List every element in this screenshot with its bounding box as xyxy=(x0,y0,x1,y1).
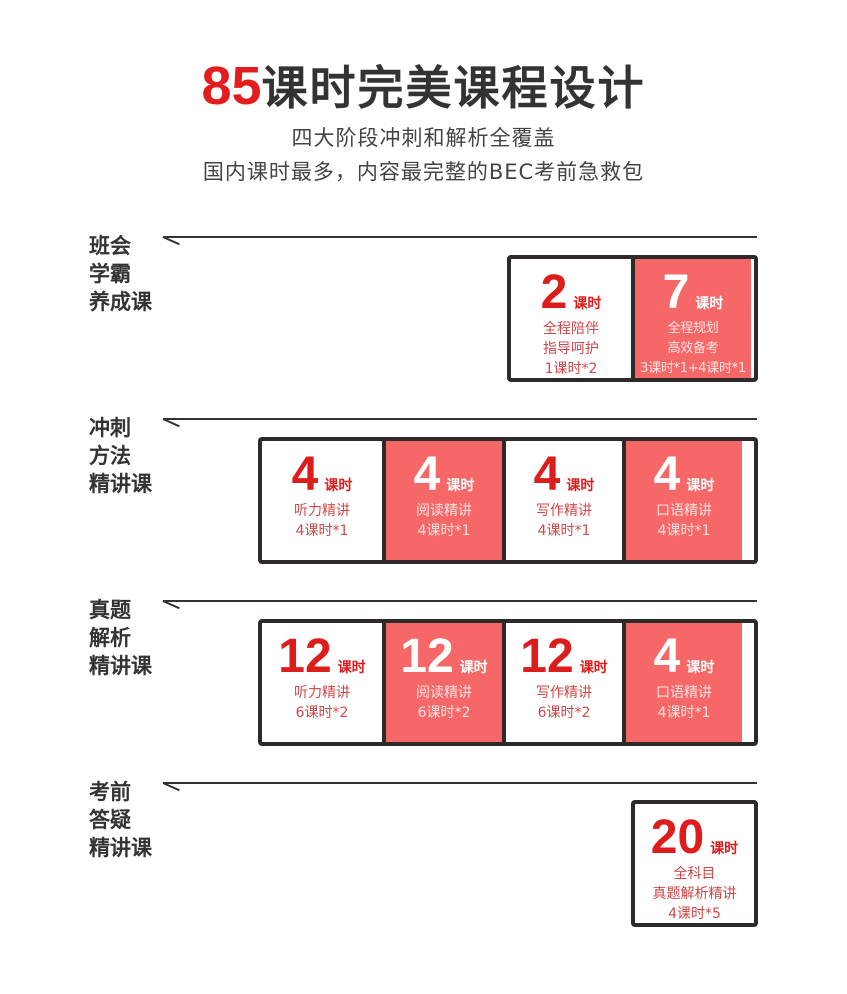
course-desc: 口语精讲 xyxy=(656,503,712,519)
course-cell: 12 课时 阅读精讲 6课时*2 xyxy=(382,623,502,742)
course-desc: 写作精讲 xyxy=(536,503,592,519)
course-hours-detail: 4课时*1 xyxy=(657,705,711,721)
section-label: 冲刺 方法 精讲课 xyxy=(89,414,152,498)
course-hours-detail: 6课时*2 xyxy=(417,705,471,721)
course-cell: 4 课时 阅读精讲 4课时*1 xyxy=(382,441,502,560)
course-hours-detail: 4课时*5 xyxy=(668,906,721,922)
hours-unit: 课时 xyxy=(566,478,595,494)
label-line: 真题 xyxy=(89,598,131,622)
section-divider-line xyxy=(163,600,757,602)
label-line: 冲刺 xyxy=(89,416,131,440)
hours-number: 4 xyxy=(653,448,681,501)
title-text: 课时完美课程设计 xyxy=(261,61,646,115)
hours-unit: 课时 xyxy=(459,660,488,676)
label-line: 答疑 xyxy=(89,808,131,832)
course-cell: 12 课时 听力精讲 6课时*2 xyxy=(262,623,382,742)
course-cell: 20 课时 全科目 真题解析精讲 4课时*5 xyxy=(635,804,754,923)
course-box-group: 4 课时 听力精讲 4课时*1 4 课时 阅读精讲 4课时*1 4 课时 写作精讲 4… xyxy=(258,437,758,564)
course-desc: 真题解析精讲 xyxy=(652,886,737,902)
hours-unit: 课时 xyxy=(695,296,724,312)
section-divider-line xyxy=(163,236,757,238)
course-desc: 高效备考 xyxy=(667,341,719,356)
course-hours-detail: 3课时*1+4课时*1 xyxy=(640,361,746,376)
subtitle-2: 国内课时最多，内容最完整的BEC考前急救包 xyxy=(202,160,645,184)
course-desc: 指导呵护 xyxy=(543,341,599,357)
label-line: 精讲课 xyxy=(89,654,152,678)
label-line: 精讲课 xyxy=(89,836,152,860)
hours-number: 4 xyxy=(533,448,561,501)
course-desc: 听力精讲 xyxy=(294,685,350,701)
course-box-group: 12 课时 听力精讲 6课时*2 12 课时 阅读精讲 6课时*2 12 课时 写作精… xyxy=(258,619,758,746)
course-box-group: 20 课时 全科目 真题解析精讲 4课时*5 xyxy=(631,800,758,927)
label-line: 精讲课 xyxy=(89,472,152,496)
course-cell: 4 课时 口语精讲 4课时*1 xyxy=(622,441,742,560)
course-cell: 2 课时 全程陪伴 指导呵护 1课时*2 xyxy=(511,259,631,378)
hours-unit: 课时 xyxy=(710,841,739,857)
hours-number: 12 xyxy=(400,630,454,683)
course-box-group: 2 课时 全程陪伴 指导呵护 1课时*2 7 课时 全程规划 高效备考 3课时*1+… xyxy=(507,255,758,382)
course-hours-detail: 6课时*2 xyxy=(295,705,349,721)
hours-number: 12 xyxy=(278,630,332,683)
course-hours-detail: 1课时*2 xyxy=(544,361,598,377)
section-divider-line xyxy=(163,418,757,420)
course-hours-detail: 6课时*2 xyxy=(537,705,591,721)
course-desc: 口语精讲 xyxy=(656,685,712,701)
course-desc: 阅读精讲 xyxy=(416,503,472,519)
section-label: 真题 解析 精讲课 xyxy=(89,596,152,680)
course-hours-detail: 4课时*1 xyxy=(657,523,711,539)
label-line: 考前 xyxy=(89,780,131,804)
hours-number: 4 xyxy=(413,448,441,501)
hours-unit: 课时 xyxy=(579,660,608,676)
course-hours-detail: 4课时*1 xyxy=(537,523,591,539)
hours-number: 4 xyxy=(291,448,319,501)
hours-unit: 课时 xyxy=(573,296,602,312)
label-line: 学霸 xyxy=(89,262,131,286)
course-desc: 全科目 xyxy=(673,866,716,882)
hours-number: 7 xyxy=(662,266,690,319)
hours-number: 4 xyxy=(653,630,681,683)
section-divider-line xyxy=(163,782,757,784)
hours-unit: 课时 xyxy=(337,660,366,676)
subtitle-1: 四大阶段冲刺和解析全覆盖 xyxy=(291,126,556,150)
course-cell: 12 课时 写作精讲 6课时*2 xyxy=(502,623,622,742)
course-cell: 4 课时 听力精讲 4课时*1 xyxy=(262,441,382,560)
hours-unit: 课时 xyxy=(446,478,475,494)
label-line: 方法 xyxy=(89,444,131,468)
course-cell: 7 课时 全程规划 高效备考 3课时*1+4课时*1 xyxy=(631,259,751,378)
course-desc: 全程陪伴 xyxy=(543,321,599,337)
hours-number: 2 xyxy=(540,266,568,319)
course-hours-detail: 4课时*1 xyxy=(295,523,349,539)
title-number: 85 xyxy=(201,56,262,116)
course-hours-detail: 4课时*1 xyxy=(417,523,471,539)
course-cell: 4 课时 写作精讲 4课时*1 xyxy=(502,441,622,560)
hours-number: 12 xyxy=(520,630,574,683)
label-line: 班会 xyxy=(89,234,131,258)
course-desc: 全程规划 xyxy=(667,321,719,336)
hours-number: 20 xyxy=(650,811,705,864)
course-desc: 写作精讲 xyxy=(536,685,592,701)
course-cell: 4 课时 口语精讲 4课时*1 xyxy=(622,623,742,742)
section-label: 班会 学霸 养成课 xyxy=(89,232,152,316)
course-desc: 阅读精讲 xyxy=(416,685,472,701)
label-line: 养成课 xyxy=(89,290,152,314)
section-label: 考前 答疑 精讲课 xyxy=(89,778,152,862)
hours-unit: 课时 xyxy=(324,478,353,494)
label-line: 解析 xyxy=(89,626,131,650)
course-desc: 听力精讲 xyxy=(294,503,350,519)
hours-unit: 课时 xyxy=(686,478,715,494)
page-title: 85课时完美课程设计 xyxy=(0,58,847,116)
hours-unit: 课时 xyxy=(686,660,715,676)
